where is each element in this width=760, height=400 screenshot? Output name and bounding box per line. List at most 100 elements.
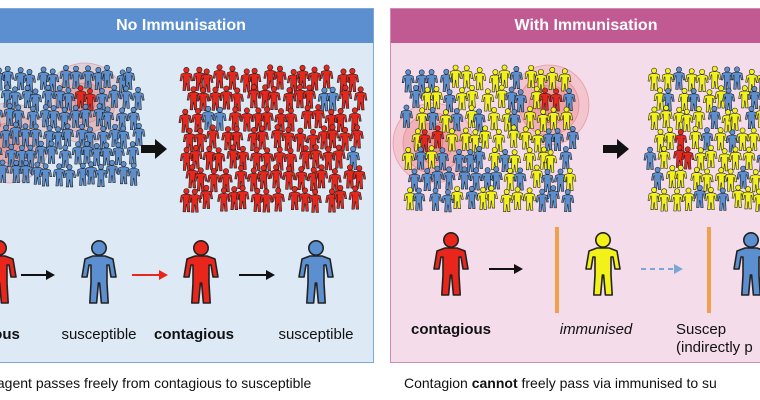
susceptible-person	[79, 103, 92, 127]
immunised-person	[714, 127, 727, 151]
susceptible-person	[736, 165, 750, 189]
immunised-person	[718, 148, 732, 172]
contagious-person	[199, 184, 213, 209]
susceptible-person	[0, 109, 4, 127]
susceptible-person	[81, 239, 117, 304]
contagious-person	[433, 231, 469, 296]
contagious-person	[212, 64, 227, 89]
immunised-person	[488, 146, 502, 170]
susceptible-person	[541, 168, 554, 192]
susceptible-person	[39, 163, 52, 187]
susceptible-person	[507, 108, 521, 132]
contagious-person	[299, 145, 313, 170]
immunised-person	[449, 64, 462, 88]
susceptible-person	[439, 68, 453, 92]
susceptible-person	[559, 146, 573, 170]
susceptible-person	[83, 126, 97, 150]
contagious-person	[194, 167, 208, 192]
immunised-person	[747, 127, 760, 151]
contagious-person	[230, 87, 244, 112]
contagious-person	[260, 147, 274, 172]
immunised-person	[674, 164, 688, 188]
susceptible-person	[408, 168, 421, 192]
contagious-person	[273, 65, 287, 90]
susceptible-person	[96, 125, 110, 149]
contagious-person	[191, 108, 205, 133]
susceptible-person	[100, 64, 114, 88]
contagious-person	[240, 107, 254, 132]
contagious-person	[186, 86, 201, 111]
susceptible-person	[111, 142, 125, 166]
susceptible-person	[63, 164, 76, 188]
contagious-person	[260, 106, 274, 131]
immunised-person	[403, 187, 417, 211]
contagious-person	[234, 165, 248, 189]
contagious-person	[196, 87, 210, 112]
susceptible-person	[127, 162, 141, 186]
susceptible-person	[116, 125, 130, 149]
contagious-person	[207, 168, 221, 193]
susceptible-person	[420, 167, 434, 191]
contagious-person	[179, 146, 194, 171]
contagious-person	[302, 84, 317, 109]
susceptible-person	[90, 143, 104, 167]
immunised-person	[534, 68, 548, 92]
panel-title: No Immunisation	[0, 9, 373, 43]
immunised-person	[647, 67, 661, 91]
susceptible-person	[23, 144, 37, 168]
susceptible-person	[91, 67, 105, 91]
immunised-person	[653, 87, 667, 111]
contagious-person	[259, 188, 274, 213]
immunised-person	[465, 85, 479, 108]
susceptible-person	[481, 167, 494, 191]
susceptible-person	[45, 140, 58, 164]
immunised-person	[657, 188, 671, 212]
contagious-person	[235, 185, 250, 210]
susceptible-person	[693, 184, 707, 208]
susceptible-person	[401, 69, 415, 93]
no-immunisation-panel: No Immunisation ious susceptible contagi…	[0, 8, 374, 363]
immunised-person	[445, 128, 459, 152]
immunised-person	[421, 86, 434, 110]
susceptible-person	[472, 145, 486, 169]
susceptible-person	[442, 166, 456, 190]
immunised-person	[657, 145, 671, 169]
immunised-person	[703, 89, 716, 113]
caption-text: s agent passes freely from contagious to…	[0, 375, 312, 391]
susceptible-person	[463, 149, 477, 173]
susceptible-person	[26, 105, 40, 129]
with-immunisation-illustration	[392, 64, 760, 313]
immunised-person	[708, 65, 722, 89]
contagious-person	[333, 108, 348, 132]
immunised-person	[647, 106, 661, 130]
immunised-person	[729, 146, 742, 170]
immunised-person	[450, 185, 464, 209]
immunised-person	[563, 167, 577, 191]
susceptible-person	[62, 87, 75, 111]
immunised-person	[487, 107, 501, 131]
immunised-label: immunised	[559, 321, 633, 338]
immunised-person	[519, 126, 533, 150]
susceptible-person	[346, 145, 360, 170]
contagious-person	[189, 144, 203, 169]
susceptible-person	[298, 239, 334, 304]
susceptible-person	[554, 168, 567, 192]
contagious-person	[348, 107, 362, 132]
susceptible-person	[0, 147, 3, 156]
susceptible-person	[535, 188, 549, 212]
contagious-person	[345, 68, 360, 92]
immunised-person	[508, 149, 522, 173]
indirectly-protected-label: (indirectly p	[676, 339, 753, 356]
susceptible-person	[101, 106, 115, 130]
susceptible-person	[99, 142, 113, 166]
immunised-person	[665, 165, 679, 189]
susceptible-person	[39, 104, 53, 128]
contagious-person	[206, 124, 220, 149]
transmission-arrow	[239, 270, 275, 280]
contagious-person	[202, 145, 217, 170]
contagious-person	[681, 146, 695, 170]
susceptible-person	[498, 149, 512, 172]
contagious-label: ious	[0, 326, 20, 343]
immunised-person	[752, 188, 760, 212]
susceptible-person	[551, 127, 564, 151]
